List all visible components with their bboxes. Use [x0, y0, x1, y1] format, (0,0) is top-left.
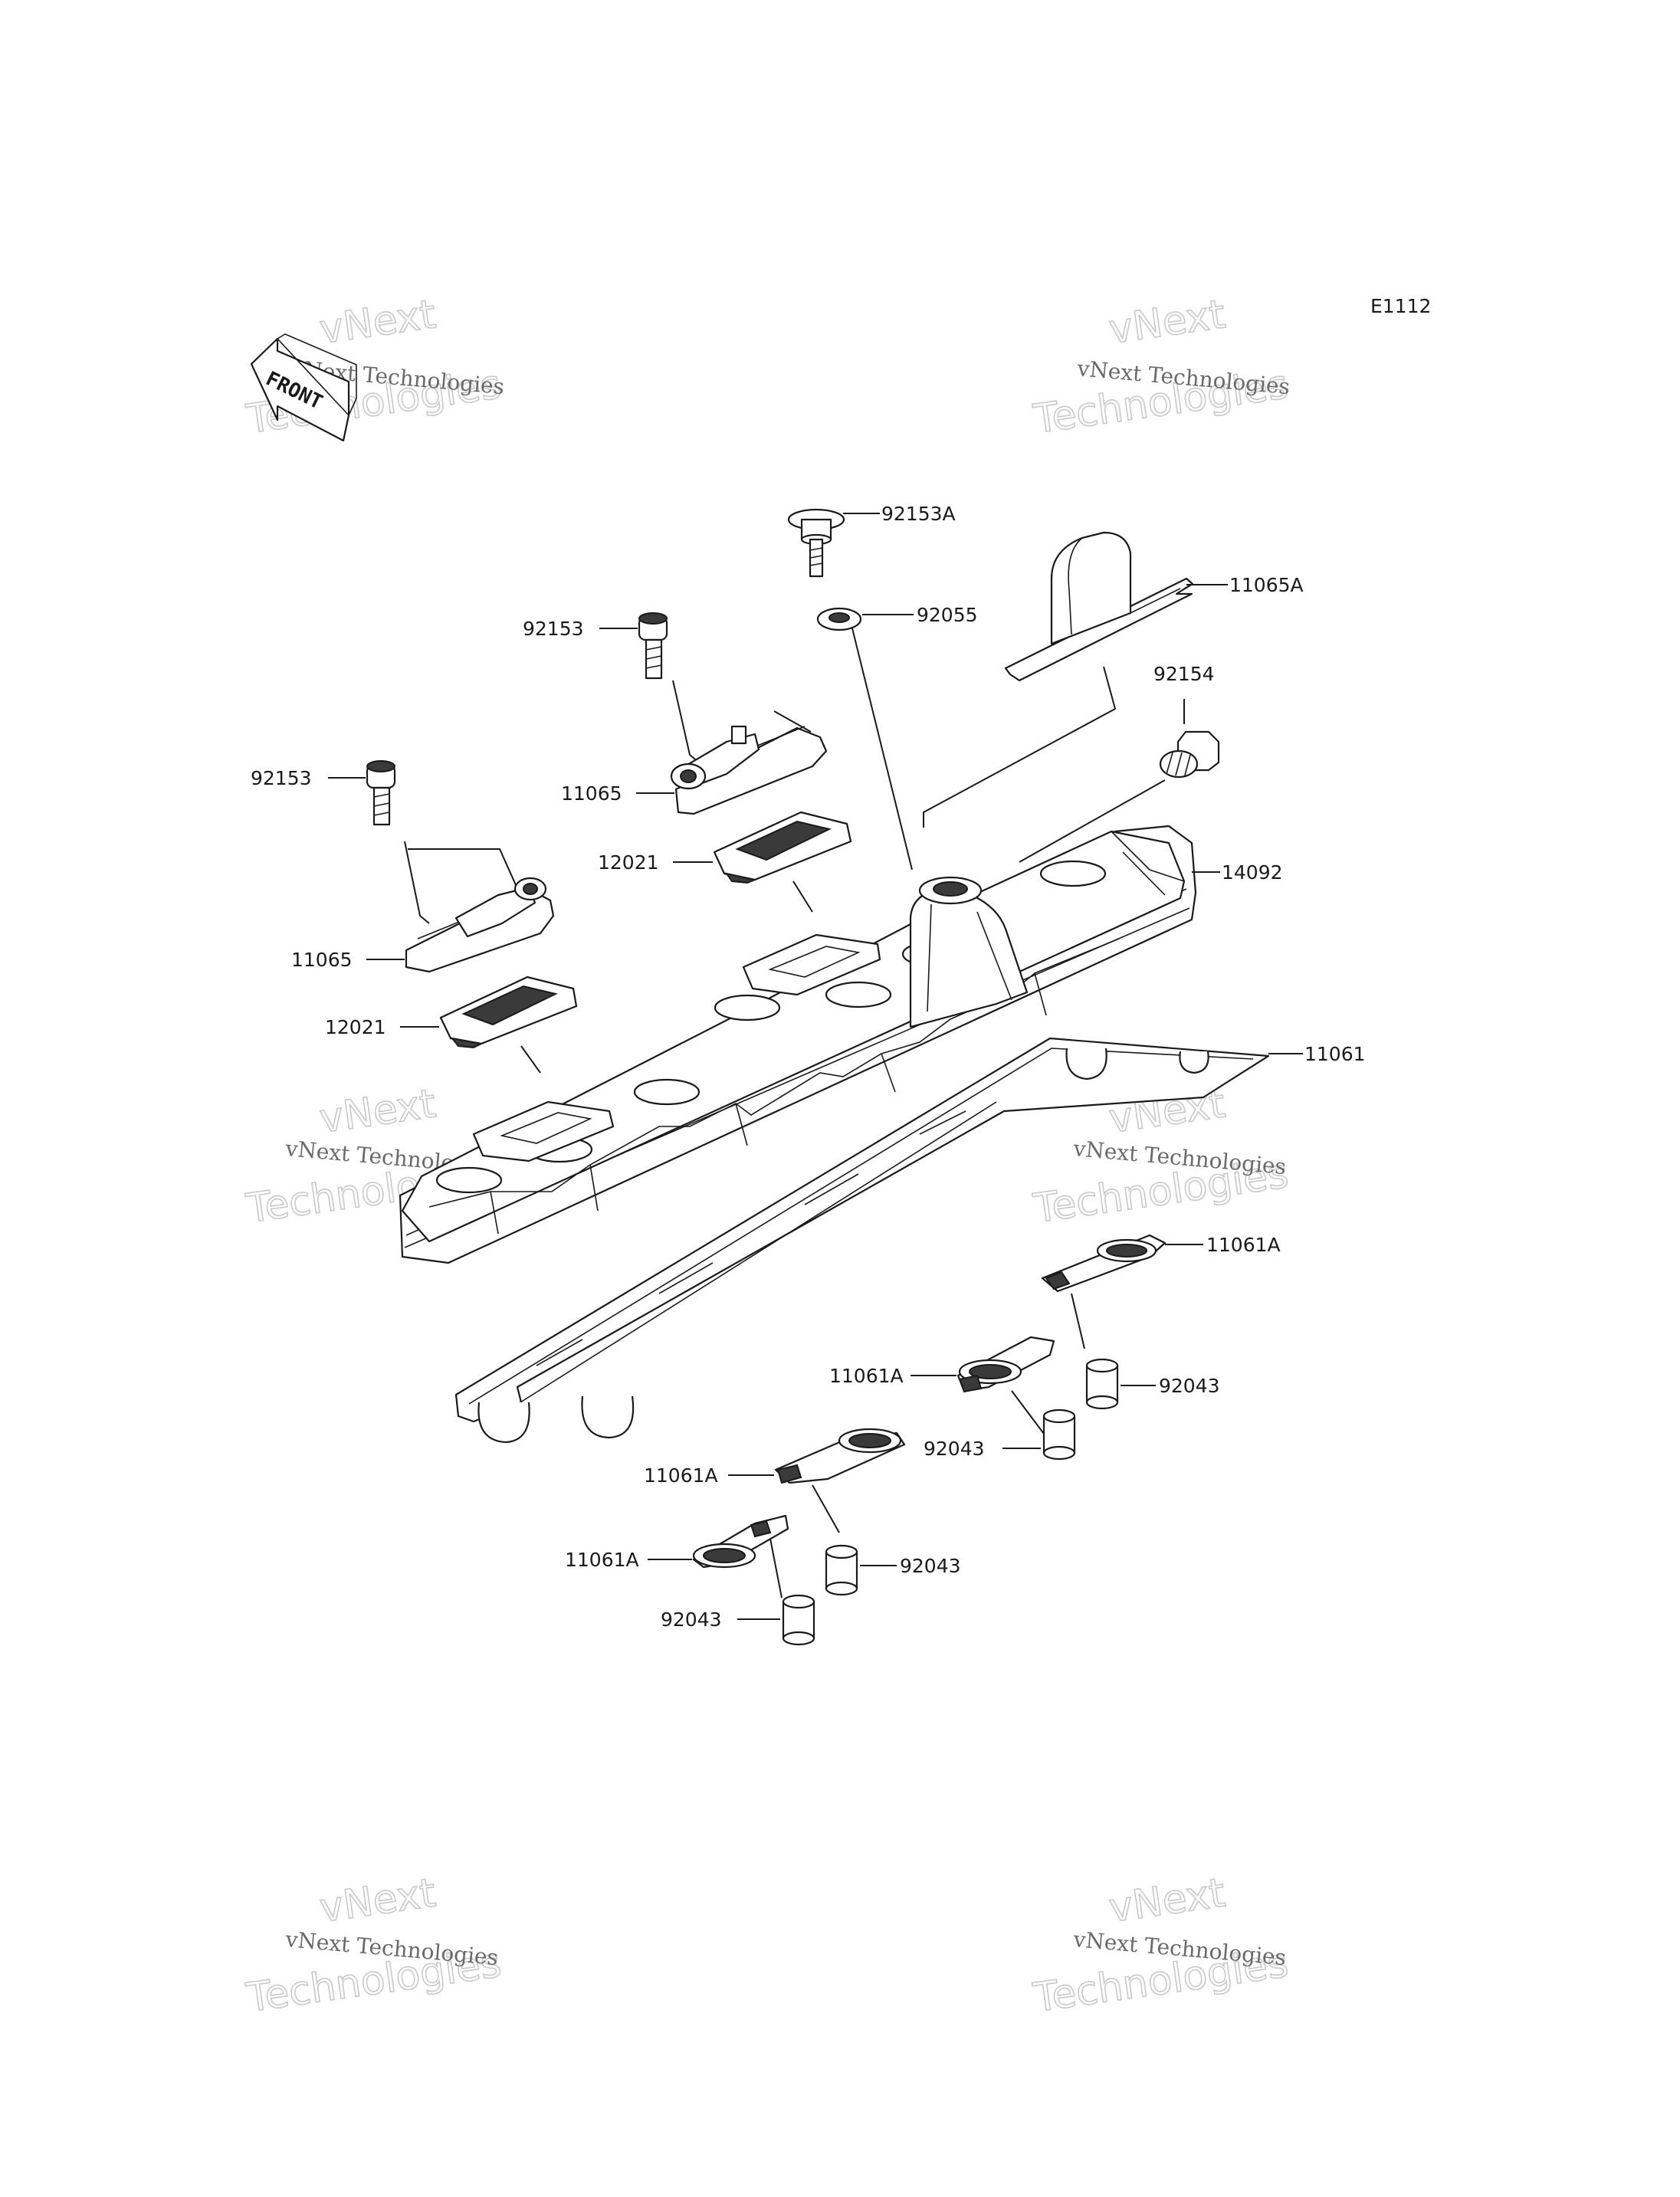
label-11061: 11061 — [1304, 1043, 1366, 1065]
watermark-text: vNext — [317, 1870, 438, 1932]
label-11061a-4: 11061A — [565, 1549, 639, 1571]
plug-gasket-11061a-3 — [774, 1428, 906, 1484]
dowel-pin-92043-3 — [825, 1544, 858, 1596]
gasket-12021-lower — [439, 976, 578, 1049]
plug-gasket-11061a-1 — [1041, 1234, 1166, 1293]
label-92043-1: 92043 — [1159, 1375, 1220, 1397]
label-11065-upper: 11065 — [561, 782, 622, 805]
diagram-code: E1112 — [1370, 295, 1431, 317]
label-92043-4: 92043 — [661, 1608, 722, 1631]
label-92153-upper: 92153 — [523, 618, 584, 640]
gasket-11061 — [454, 1037, 1270, 1444]
label-11065a: 11065A — [1229, 574, 1304, 596]
watermark-bottom-right: vNext Technologies vNext Technologies — [1030, 1870, 1292, 2022]
label-92043-2: 92043 — [924, 1438, 985, 1460]
label-11061a-2: 11061A — [829, 1365, 904, 1387]
bolt-92153-lower — [366, 760, 396, 826]
watermark-bottom-left: vNext Technologies vNext Technologies — [243, 1870, 505, 2022]
watermark-text: vNext — [1106, 1870, 1228, 1932]
ignition-cap-11065-lower — [405, 877, 555, 973]
label-12021-lower: 12021 — [325, 1016, 386, 1038]
bolt-92153-upper — [638, 612, 668, 680]
label-14092: 14092 — [1222, 861, 1283, 884]
front-arrow-icon: FRONT — [250, 333, 357, 442]
plug-92154 — [1159, 730, 1220, 779]
label-92153a: 92153A — [881, 503, 956, 525]
label-92153-lower: 92153 — [251, 767, 312, 789]
watermark-top-right: vNext Technologies vNext Technologies — [1030, 291, 1292, 444]
cylinder-head-cover-14092 — [399, 825, 1197, 1264]
watermark-text: vNext — [1106, 291, 1228, 353]
label-11061a-1: 11061A — [1206, 1234, 1281, 1256]
dowel-pin-92043-4 — [782, 1594, 815, 1646]
plug-gasket-11061a-2 — [956, 1336, 1055, 1393]
dowel-pin-92043-1 — [1085, 1358, 1119, 1410]
label-92043-3: 92043 — [900, 1555, 961, 1577]
label-92154: 92154 — [1153, 663, 1215, 685]
washer-92055 — [816, 607, 862, 631]
bolt-92153a — [787, 508, 845, 578]
label-12021-upper: 12021 — [598, 851, 659, 874]
label-92055: 92055 — [917, 604, 978, 626]
watermark-text: vNext — [317, 1080, 438, 1143]
label-11065-lower: 11065 — [291, 949, 353, 971]
watermark-text: vNext — [317, 291, 438, 353]
ignition-cap-11065-upper — [670, 725, 828, 815]
gasket-12021-upper — [713, 811, 852, 884]
dowel-pin-92043-2 — [1042, 1408, 1076, 1461]
label-11061a-3: 11061A — [644, 1464, 718, 1487]
plug-gasket-11061a-4 — [692, 1514, 789, 1569]
cover-11065a — [1004, 531, 1194, 682]
